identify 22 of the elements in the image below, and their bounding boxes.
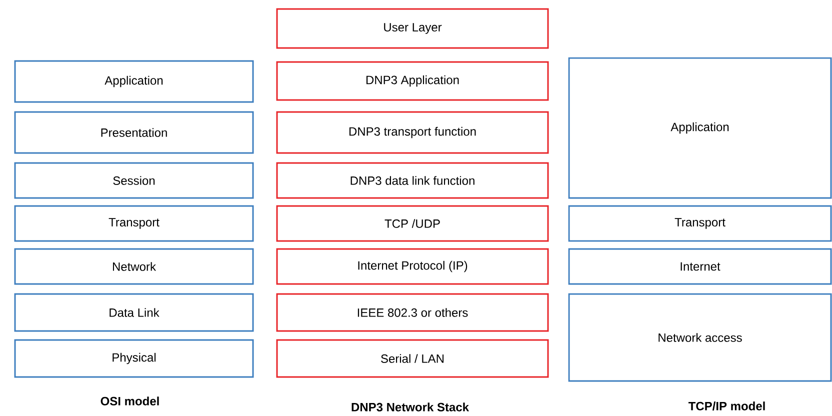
layer-box: Internet	[568, 248, 832, 285]
layer-box: Network	[14, 248, 254, 285]
layer-box: Physical	[14, 339, 254, 378]
layer-box: Network access	[568, 293, 832, 382]
layer-box: IEEE 802.3 or others	[276, 293, 549, 332]
layer-box: Internet Protocol (IP)	[276, 248, 549, 285]
column-title: OSI model	[100, 396, 159, 406]
layer-box: Session	[14, 162, 254, 199]
layer-box: User Layer	[276, 8, 549, 49]
layer-box: Serial / LAN	[276, 339, 549, 378]
layer-box: Presentation	[14, 111, 254, 154]
column-title: DNP3 Network Stack	[352, 402, 470, 412]
layer-box: TCP /UDP	[276, 205, 549, 242]
column-title: TCP/IP model	[688, 402, 765, 410]
layer-box: Transport	[568, 205, 832, 242]
layer-box: DNP3 data link function	[276, 162, 549, 199]
layer-box: Application	[14, 60, 254, 103]
layer-box: Application	[568, 57, 832, 199]
layer-box: DNP3 Application	[276, 61, 549, 101]
layer-box: Transport	[14, 205, 254, 242]
layer-box: Data Link	[14, 293, 254, 332]
layer-box: DNP3 transport function	[276, 111, 549, 154]
